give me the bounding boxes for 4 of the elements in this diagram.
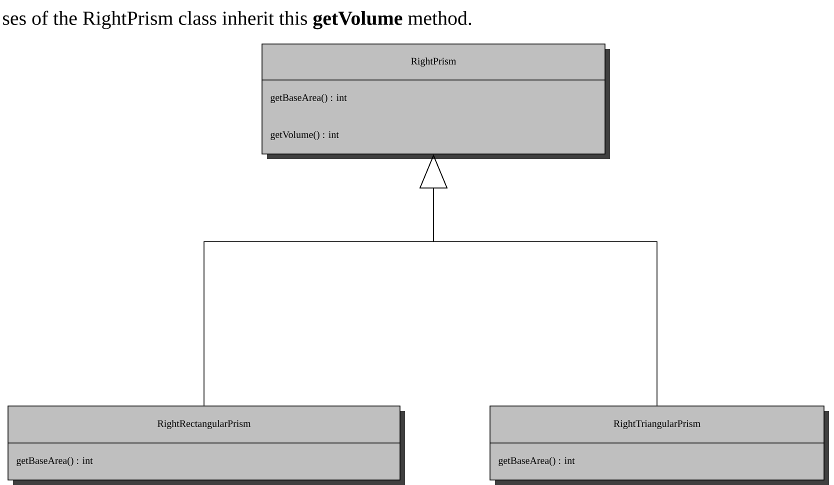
class-box: RightPrism getBaseArea() : int getVolume() : int — [262, 44, 610, 159]
note-text: ses of the RightPrism class inherit this getVolume method. — [3, 10, 472, 30]
class-box: RightRectangularPrism getBaseArea() : int — [8, 406, 405, 485]
class-box: RightTriangularPrism getBaseArea() : int — [490, 406, 829, 485]
